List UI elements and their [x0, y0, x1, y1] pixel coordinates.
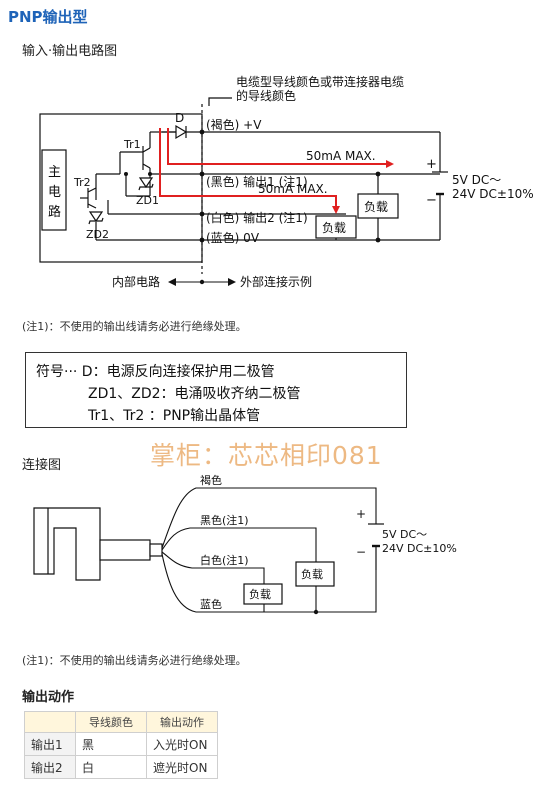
- table-cell: 输出2: [24, 755, 76, 779]
- arrow-right-icon: [386, 160, 394, 168]
- battery-icon: [432, 171, 448, 196]
- diode-d-icon: [175, 124, 188, 140]
- current-path: [159, 128, 388, 208]
- table-row: 输出2 白 遮光时ON: [24, 755, 218, 779]
- connection-section-title: 连接图: [22, 458, 62, 473]
- max-current-1: 50mA MAX.: [306, 149, 376, 163]
- battery-2-icon: [368, 523, 384, 570]
- conn-voltage-line2: 24V DC±10%: [382, 542, 457, 555]
- table-cell: 输出1: [24, 732, 76, 756]
- conn-blue-label: 蓝色: [200, 597, 222, 611]
- sensor-body-icon: [33, 507, 163, 581]
- conn-battery-plus: +: [356, 507, 366, 521]
- white-wire-label: (白色) 输出2 (注1): [206, 210, 308, 225]
- brown-wire-label: (褐色) +V: [206, 117, 262, 132]
- symbol-line-3: Tr1、Tr2 ：PNP输出晶体管: [88, 408, 261, 424]
- tr2-label: Tr2: [73, 176, 91, 189]
- cable-note-line1: 电缆型导线颜色或带连接器电缆: [236, 74, 404, 89]
- black-wire-label: (黑色) 输出1 (注1): [206, 174, 308, 189]
- tr1-transistor-icon: [140, 146, 151, 170]
- max-current-2: 50mA MAX.: [258, 182, 328, 196]
- main-circuit-char-1: 主: [48, 165, 61, 180]
- main-circuit-char-2: 电: [48, 185, 61, 200]
- table-header-cell: 输出动作: [146, 711, 218, 733]
- conn-voltage-line1: 5V DC～: [382, 528, 427, 541]
- conn-load-label-1: 负载: [301, 567, 323, 581]
- arrow-down-icon: [332, 206, 340, 214]
- table-header-row: 导线颜色 输出动作: [24, 711, 218, 733]
- output-section-title: 输出动作: [22, 690, 75, 705]
- tr1-label: Tr1: [123, 138, 141, 151]
- symbol-legend-box: 符号··· D：电源反向连接保护用二极管 ZD1、ZD2：电涌吸收齐纳二极管 T…: [25, 352, 407, 428]
- table-header-cell: [24, 711, 76, 733]
- voltage-line2: 24V DC±10%: [452, 187, 534, 201]
- main-circuit-char-3: 路: [48, 204, 61, 220]
- table-cell: 黑: [75, 732, 147, 756]
- main-circuit-block: [41, 149, 67, 231]
- zd1-zener-icon: [138, 177, 154, 191]
- tr2-transistor-icon: [80, 187, 97, 209]
- table-cell: 入光时ON: [146, 732, 218, 756]
- load-box-4: [243, 583, 283, 605]
- voltage-line1: 5V DC～: [452, 173, 501, 187]
- note-2: (注1)：不使用的输出线请务必进行绝缘处理。: [22, 654, 247, 667]
- battery-plus: +: [426, 157, 437, 172]
- symbol-line-2: ZD1、ZD2：电涌吸收齐纳二极管: [88, 386, 301, 402]
- symbol-line-1: 符号··· D：电源反向连接保护用二极管: [36, 364, 275, 380]
- zd2-label: ZD2: [86, 228, 109, 241]
- note-leader: [208, 97, 232, 106]
- watermark-text: 掌柜：芯芯相印081: [150, 441, 383, 470]
- load-box-3: [295, 561, 335, 587]
- external-example-label: 外部连接示例: [240, 274, 312, 289]
- d-label: D: [175, 111, 184, 125]
- table-header-cell: 导线颜色: [75, 711, 147, 733]
- battery-minus: −: [426, 193, 437, 208]
- circuit-section-title: 输入·输出电路图: [22, 44, 118, 59]
- conn-brown-label: 褐色: [200, 473, 222, 487]
- table-cell: 遮光时ON: [146, 755, 218, 779]
- load-label-1: 负载: [364, 200, 388, 214]
- note-1: (注1)：不使用的输出线请务必进行绝缘处理。: [22, 320, 247, 333]
- cable-note-line2: 的导线颜色: [236, 88, 296, 103]
- load-label-2: 负载: [322, 221, 346, 235]
- conn-battery-minus: −: [356, 545, 366, 559]
- conn-load-label-2: 负载: [249, 587, 271, 601]
- connection-wires: [161, 487, 377, 613]
- table-row: 输出1 黑 入光时ON: [24, 732, 218, 756]
- internal-circuit-label: 内部电路: [112, 274, 160, 289]
- conn-black-label: 黑色(注1): [200, 513, 249, 527]
- zd1-label: ZD1: [136, 194, 159, 207]
- zd2-zener-icon: [88, 211, 104, 225]
- output-table: 导线颜色 输出动作 输出1 黑 入光时ON 输出2 白 遮光时ON: [24, 711, 218, 779]
- blue-wire-label: (蓝色) 0V: [206, 231, 260, 245]
- page-title: PNP输出型: [8, 8, 88, 26]
- load-box-1: [357, 193, 399, 219]
- table-cell: 白: [75, 755, 147, 779]
- conn-white-label: 白色(注1): [200, 553, 249, 567]
